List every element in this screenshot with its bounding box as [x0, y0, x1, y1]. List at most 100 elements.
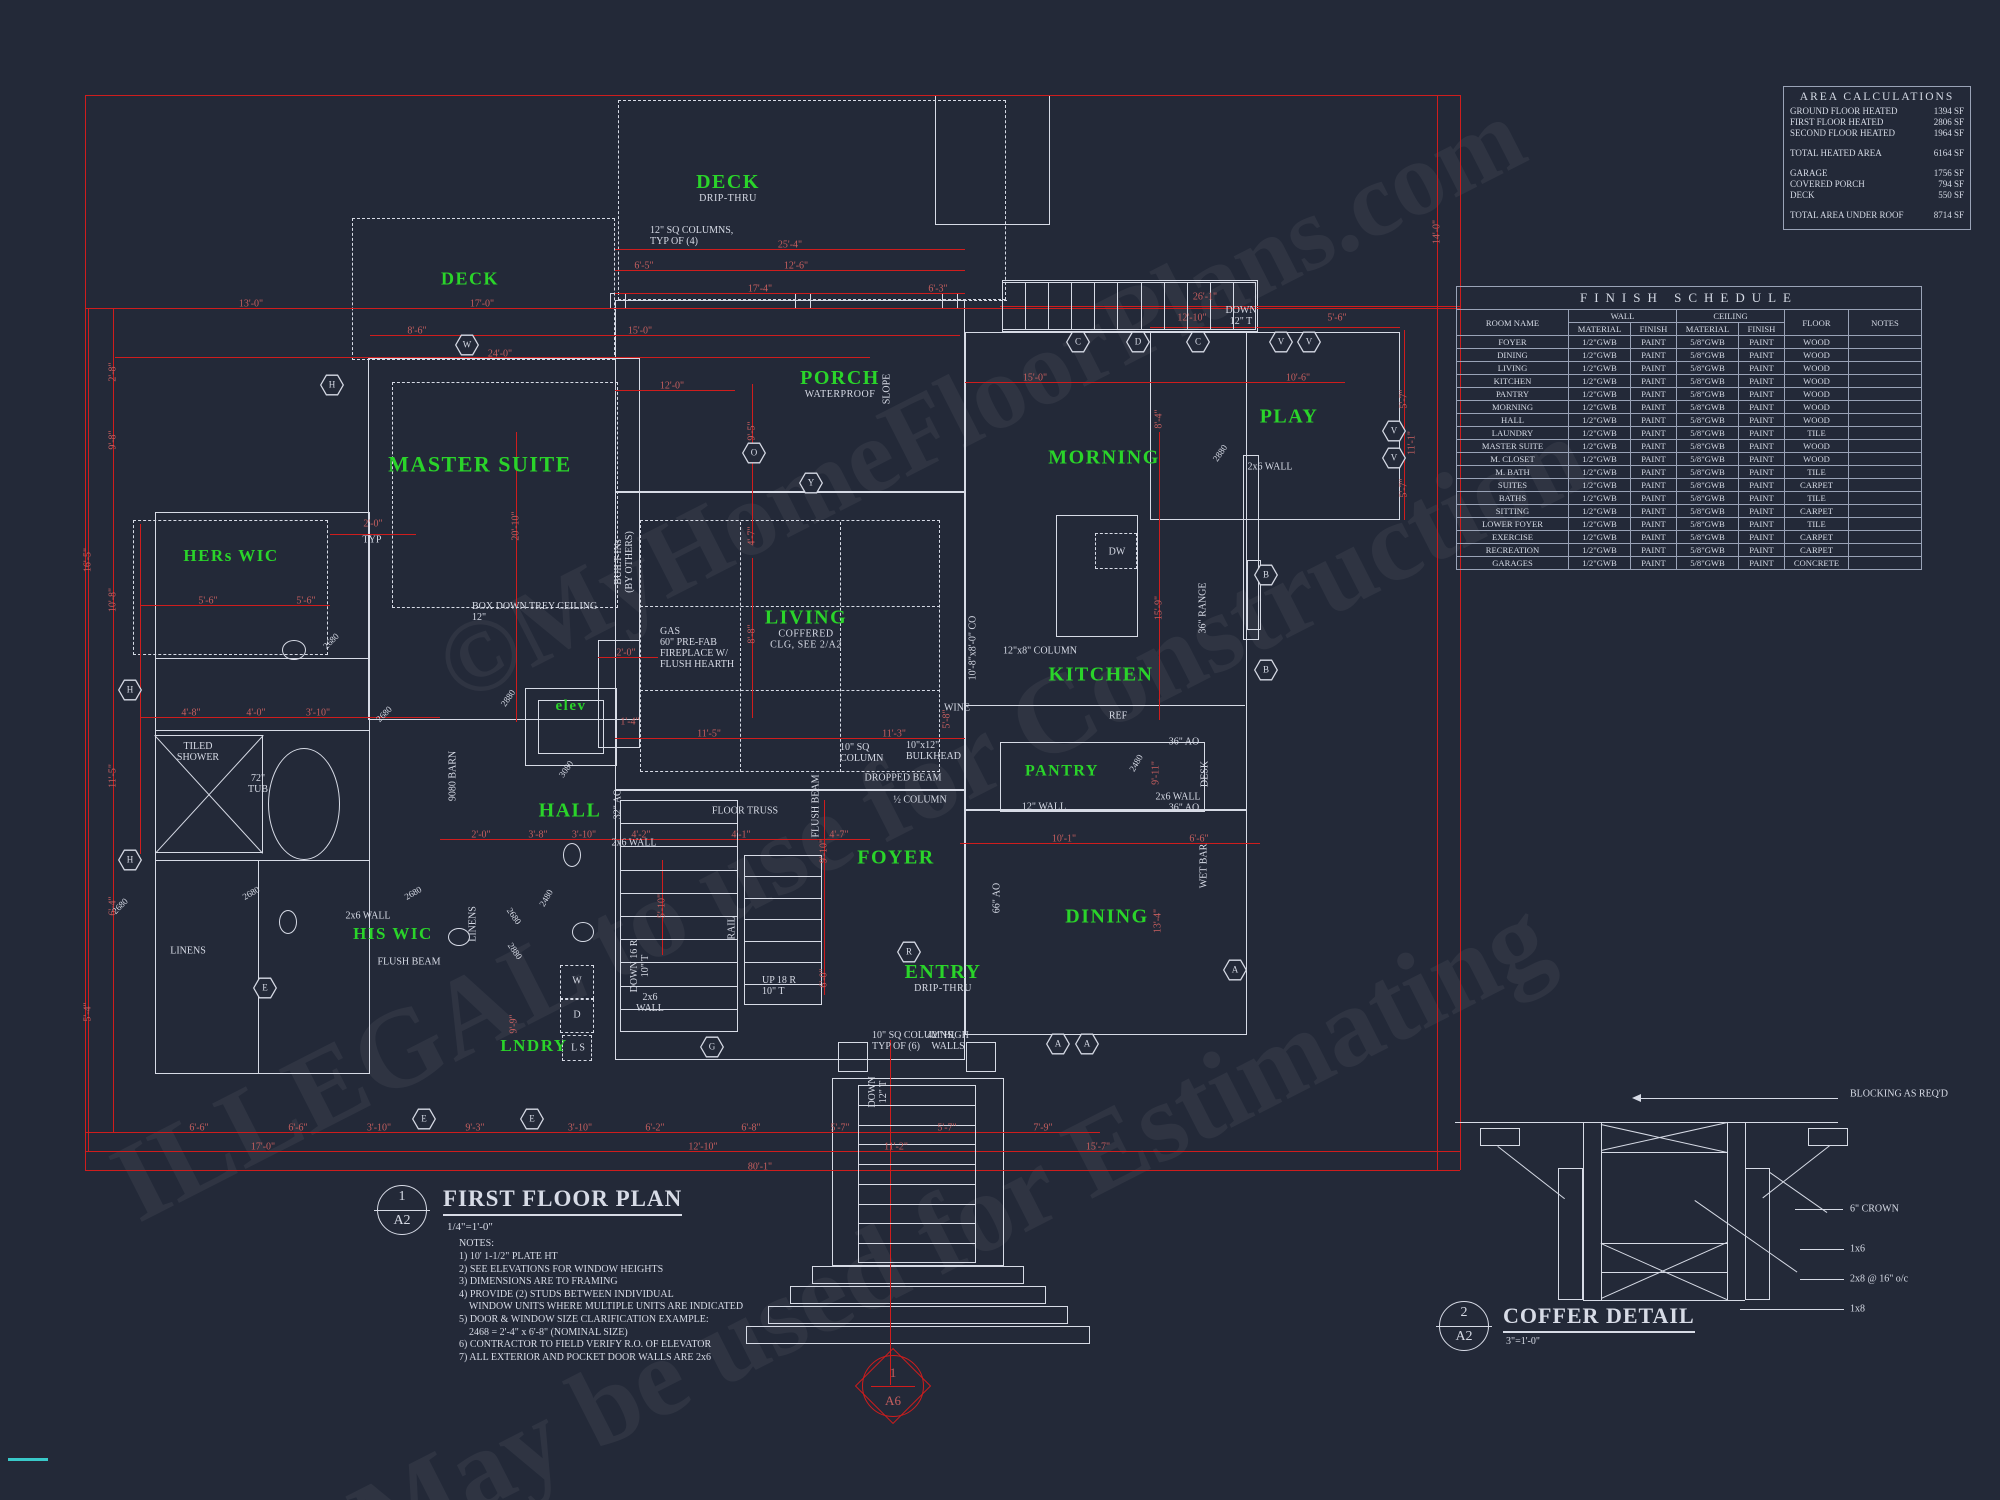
stair-tread [620, 846, 738, 848]
area-row-label: COVERED PORCH [1790, 179, 1865, 189]
stair-tread [744, 897, 822, 899]
coffer-line [1727, 1122, 1728, 1300]
room-label: LNDRY [500, 1037, 567, 1055]
finish-schedule-cell: 1/2"GWB [1568, 478, 1631, 492]
dimension-text: 11'-2" [884, 1141, 908, 1153]
dimension-text: 9'-10" [818, 838, 830, 864]
finish-schedule-cell: TILE [1784, 465, 1849, 479]
dimension-line [85, 1132, 1100, 1133]
finish-schedule-cell [1848, 452, 1922, 466]
section-marker-number: 1 [889, 1365, 897, 1380]
finish-schedule-cell: WOOD [1784, 452, 1849, 466]
plan-title: FIRST FLOOR PLAN [443, 1186, 683, 1216]
finish-schedule-cell: PAINT [1738, 387, 1785, 401]
wall-rect [368, 358, 640, 720]
dimension-text: 3'-10" [366, 1122, 392, 1134]
finish-schedule-cell: 5/8"GWB [1676, 478, 1739, 492]
stair-tread [620, 869, 738, 871]
reference-hexagon-letter: G [701, 1037, 723, 1057]
reference-hexagon-letter: E [413, 1109, 435, 1129]
reference-hexagon: V [1269, 331, 1293, 353]
reference-hexagon: A [1046, 1033, 1070, 1055]
dimension-text: 10'-8" [107, 587, 119, 613]
coffer-line [1740, 1309, 1844, 1310]
finish-schedule-cell: CARPET [1784, 478, 1849, 492]
dimension-text: 15'-0" [1022, 372, 1048, 384]
finish-schedule-cell [1848, 491, 1922, 505]
finish-schedule-cell: PAINT [1738, 543, 1785, 557]
annotation-text: 36" RANGE [1197, 582, 1209, 634]
finish-schedule-cell: WOOD [1784, 348, 1849, 362]
finish-schedule-cell: 1/2"GWB [1568, 530, 1631, 544]
room-name: LIVING [764, 606, 848, 629]
finish-schedule-cell [1848, 374, 1922, 388]
wall-line [258, 860, 259, 1074]
wall-rect [965, 810, 1247, 1035]
annotation-text: DW [1108, 546, 1126, 558]
annotation-text: DROPPED BEAM [864, 772, 942, 784]
reference-hexagon-letter: V [1383, 421, 1405, 441]
stair-tread [858, 1223, 976, 1225]
wall-rect [133, 520, 328, 655]
plan-note-line: 4) PROVIDE (2) STUDS BETWEEN INDIVIDUAL [459, 1288, 674, 1300]
room-label: HALL [539, 800, 602, 822]
reference-hexagon-letter: O [743, 443, 765, 463]
finish-schedule-cell: M. CLOSET [1456, 452, 1569, 466]
dimension-text: 4'-8" [181, 707, 201, 719]
coffer-line [1800, 1279, 1844, 1280]
dimension-text: 4'-7" [746, 526, 758, 546]
dimension-text: 15'-7" [1085, 1141, 1111, 1153]
annotation-text: W [572, 975, 582, 987]
reference-hexagon: A [1075, 1033, 1099, 1055]
stair-tread [1209, 282, 1211, 330]
coffer-diagonal [1601, 1121, 1729, 1151]
stair-tread [1094, 282, 1096, 330]
dimension-text: 3'-8" [528, 829, 548, 841]
annotation-text: 2x6 WALL [1155, 791, 1201, 803]
dimension-text: 5'-7" [937, 1122, 957, 1134]
annotation-text: D [573, 1009, 581, 1021]
area-row-value: 1964 SF [1933, 128, 1964, 138]
wall-rect [538, 700, 604, 754]
wall-rect [832, 1078, 1004, 1266]
finish-schedule-cell: 5/8"GWB [1676, 439, 1739, 453]
annotation-text: 66" AO [991, 882, 1003, 914]
finish-schedule-cell: PAINT [1630, 426, 1677, 440]
door-size-label: 2680 [402, 884, 424, 902]
finish-schedule-cell: PAINT [1738, 361, 1785, 375]
dimension-text: 5'-7" [1398, 389, 1410, 409]
finish-schedule-cell: TILE [1784, 517, 1849, 531]
finish-schedule-cell: 5/8"GWB [1676, 465, 1739, 479]
dimension-text: 12'-0" [659, 380, 685, 392]
reference-hexagon: C [1066, 331, 1090, 353]
dimension-text: 13'-4" [1152, 908, 1164, 934]
wall-rect [560, 965, 594, 999]
reference-hexagon-letter: V [1298, 332, 1320, 352]
reference-hexagon-letter: B [1255, 565, 1277, 585]
cyan-tick-mark [8, 1458, 48, 1461]
reference-hexagon-letter: H [321, 375, 343, 395]
area-row-label: GROUND FLOOR HEATED [1790, 106, 1898, 116]
coffer-title: COFFER DETAIL [1503, 1303, 1695, 1333]
finish-schedule-cell: HALL [1456, 413, 1569, 427]
finish-schedule-header: MATERIAL [1676, 322, 1739, 336]
coffer-line [1795, 1209, 1843, 1210]
finish-schedule-cell: PAINT [1738, 491, 1785, 505]
dimension-text: 11'-3" [882, 728, 906, 740]
dimension-text: 5'-4" [82, 1002, 94, 1022]
annotation-text: BOX DOWN TREY CEILING 12" [472, 601, 598, 623]
finish-schedule-cell: 1/2"GWB [1568, 361, 1631, 375]
dimension-text: 3'-10" [567, 1122, 593, 1134]
wall-rect [812, 1266, 1024, 1284]
stair-tread [744, 962, 822, 964]
wall-rect [640, 520, 940, 772]
finish-schedule-cell: WOOD [1784, 400, 1849, 414]
finish-schedule-cell: WOOD [1784, 335, 1849, 349]
annotation-text: WINE [943, 702, 971, 714]
wall-line [155, 658, 370, 659]
